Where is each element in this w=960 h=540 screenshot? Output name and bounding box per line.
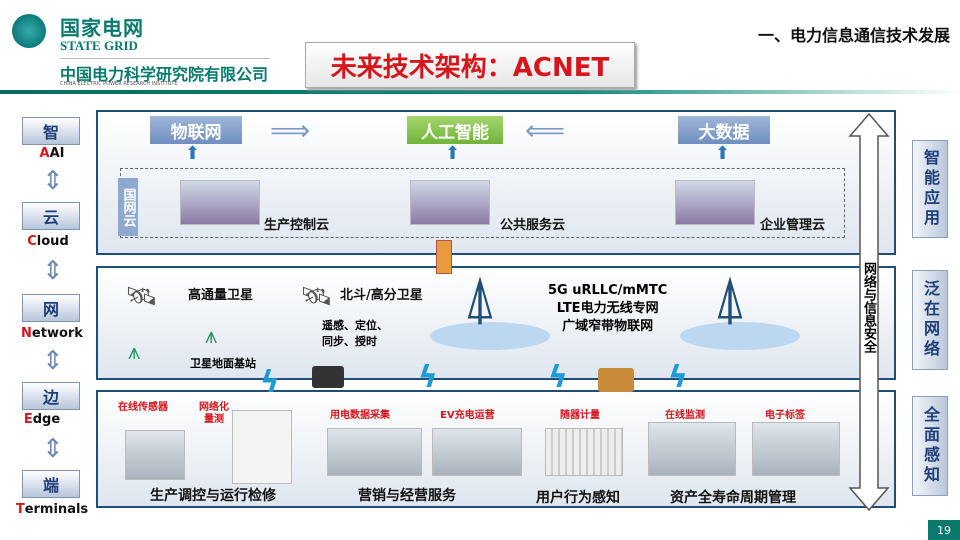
right-label-apps: 智能应用 (912, 140, 948, 238)
institute-name-en: CHINA ELECTRIC POWER RESEARCH INSTITUTE (60, 81, 178, 87)
cloud-production: 生产控制云 (264, 218, 330, 233)
cloud-public: 公共服务云 (500, 218, 566, 233)
caption-asset-lifecycle: 资产全寿命周期管理 (670, 490, 796, 506)
logo-en: STATE GRID (60, 38, 138, 53)
tag-data-collection: 用电数据采集 (330, 410, 390, 421)
tag-ev-charging: EV充电运营 (440, 410, 495, 421)
institute-name: 中国电力科学研究院有限公司 (60, 65, 269, 84)
logo-icon (12, 14, 46, 48)
tag-online-monitor: 在线监测 (665, 410, 705, 421)
sat-high-throughput: 高通量卫星 (188, 288, 254, 303)
arrow-up-icon: ⬆ (715, 143, 731, 164)
tower-icon: ⍋ (462, 263, 498, 333)
caption-edge: Edge (23, 412, 61, 427)
arrow-right-icon: ⟹ (270, 114, 311, 147)
section-title: 一、电力信息通信技术发展 (757, 26, 950, 45)
equipment-image (752, 422, 840, 476)
satellite-icon: 🛰 (125, 282, 159, 312)
double-arrow-icon: ⇕ (42, 166, 60, 196)
caption-ai: AAI (39, 146, 65, 161)
server-icon (675, 180, 755, 225)
tower-icon: ⍋ (712, 263, 748, 333)
right-label-network: 泛在网络 (912, 270, 948, 370)
wireless-bolt-icon: ϟ (668, 360, 688, 395)
monitor-image (648, 422, 736, 476)
label-edge: 边 (22, 382, 80, 410)
page-title: 未来技术架构：ACNET (305, 42, 635, 88)
arrow-up-icon: ⬆ (185, 143, 201, 164)
caption-cloud: Cloud (27, 234, 69, 249)
power-line-image (232, 410, 292, 484)
satellite-icon: 🛰 (300, 282, 334, 312)
wireless-bolt-icon: ϟ (418, 360, 438, 395)
ground-station: 卫星地面基站 (190, 357, 256, 370)
logo-cn: 国家电网 (60, 16, 144, 40)
page-number: 19 (928, 520, 960, 540)
right-label-sensing: 全面感知 (912, 396, 948, 496)
iot-box: 物联网 (150, 116, 242, 144)
tag-online-sensor: 在线传感器 (118, 402, 168, 413)
tag-meter: 随器计量 (560, 410, 600, 421)
label-cloud: 云 (22, 202, 80, 230)
wireless-bolt-icon: ϟ (260, 365, 280, 400)
gwy-label: 国网云 (118, 178, 138, 236)
sat-beidou: 北斗/高分卫星 (340, 288, 423, 303)
edge-functions: 遥感、定位、同步、授时 (322, 319, 388, 348)
substation-image (125, 430, 185, 480)
caption-production: 生产调控与运行检修 (150, 488, 276, 504)
ev-charger-image (432, 428, 522, 476)
tag-networked-measurement: 网络化量测 (199, 402, 229, 425)
double-arrow-icon: ⇕ (42, 346, 60, 376)
caption-terminal: Terminals (15, 502, 89, 517)
double-arrow-icon: ⇕ (42, 434, 60, 464)
wireless-bolt-icon: ϟ (548, 360, 568, 395)
double-arrow-icon (848, 112, 890, 512)
security-arrow (848, 112, 890, 512)
label-network: 网 (22, 294, 80, 322)
edge-gateway-icon (312, 366, 344, 388)
edge-device-icon (598, 368, 634, 392)
tag-e-label: 电子标签 (765, 410, 805, 421)
server-icon (180, 180, 260, 225)
server-icon (410, 180, 490, 225)
caption-marketing: 营销与经营服务 (358, 488, 456, 504)
meters-image (327, 428, 422, 476)
cloud-shape (430, 322, 550, 350)
caption-network: Network (21, 326, 83, 341)
label-terminal: 端 (22, 470, 80, 498)
divider (60, 58, 270, 59)
radiator-image (545, 428, 623, 476)
firewall-icon (436, 240, 452, 274)
arrow-up-icon: ⬆ (445, 143, 461, 164)
security-label: 网络与信息安全 (861, 262, 876, 353)
double-arrow-icon: ⇕ (42, 256, 60, 286)
cloud-enterprise: 企业管理云 (760, 218, 826, 233)
antenna-icon: ⩚ (128, 340, 141, 365)
cloud-shape (680, 322, 800, 350)
caption-user-behavior: 用户行为感知 (536, 490, 620, 506)
antenna-icon: ⩚ (205, 324, 218, 349)
label-ai: 智 (22, 117, 80, 145)
header-bar (0, 90, 960, 94)
arrow-left-icon: ⟸ (525, 114, 566, 147)
bigdata-box: 大数据 (678, 116, 770, 144)
ai-box: 人工智能 (407, 116, 503, 144)
